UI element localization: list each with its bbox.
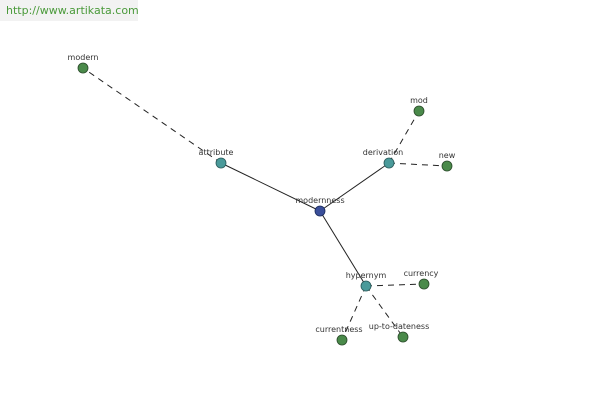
edge-center-hypernym (319, 210, 367, 287)
node-attribute[interactable] (215, 157, 227, 169)
label-center: modernness (295, 196, 344, 205)
edge-attribute-modern (82, 67, 222, 164)
url-banner: http://www.artikata.com (0, 0, 139, 21)
node-currency[interactable] (418, 278, 430, 290)
label-currency: currency (404, 269, 439, 278)
label-new: new (439, 151, 456, 160)
node-currentness[interactable] (336, 334, 348, 346)
edge-derivation-new (388, 162, 448, 167)
label-uptodateness: up-to-dateness (369, 322, 429, 331)
label-attribute: attribute (199, 148, 234, 157)
node-new[interactable] (441, 160, 453, 172)
edge-hypernym-currentness (341, 285, 367, 341)
node-derivation[interactable] (383, 157, 395, 169)
label-modern: modern (68, 53, 99, 62)
label-mod: mod (410, 96, 428, 105)
label-hypernym: hypernym (346, 271, 387, 280)
site-url[interactable]: http://www.artikata.com (6, 4, 139, 17)
node-uptodateness[interactable] (397, 331, 409, 343)
node-hypernym[interactable] (360, 280, 372, 292)
edge-center-derivation (319, 162, 390, 212)
edge-hypernym-currency (365, 283, 425, 287)
node-mod[interactable] (413, 105, 425, 117)
node-modern[interactable] (77, 62, 89, 74)
label-derivation: derivation (363, 148, 403, 157)
node-center[interactable] (314, 205, 326, 217)
label-currentness: currentness (315, 325, 362, 334)
edge-center-attribute (220, 162, 321, 212)
